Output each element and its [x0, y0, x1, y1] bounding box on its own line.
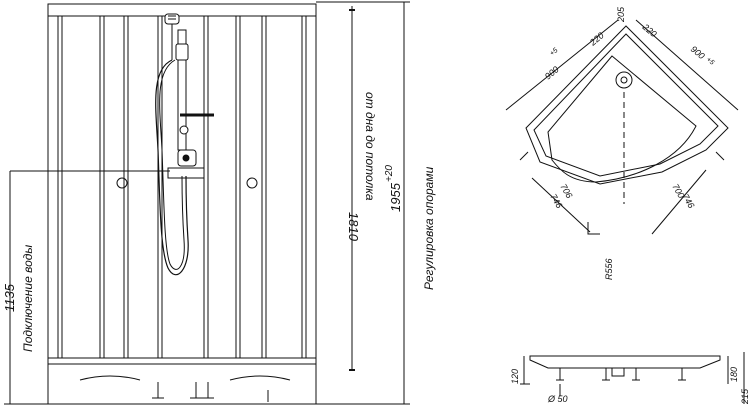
cabin-tray [47, 357, 317, 405]
tray-plan-view [505, 19, 739, 235]
radius-label: R556 [604, 258, 614, 280]
tray-side-body [529, 355, 721, 369]
shower-hose [155, 59, 189, 276]
drain-diameter-label: Ø 50 [547, 394, 568, 404]
rail-knob [179, 125, 189, 135]
segment-left-label: 220 [587, 30, 606, 48]
outer-left-label: 746 [548, 192, 564, 210]
tray-total-height-label: 215 [740, 388, 750, 405]
drain-center [620, 76, 628, 84]
dim-line-lower-left [531, 177, 591, 233]
right-door-handle [246, 177, 258, 189]
rail-holder [175, 43, 189, 61]
total-height-tolerance: +20 [384, 165, 395, 182]
side-right-tolerance: +5 [705, 56, 716, 67]
leg-height-label: 180 [729, 367, 739, 382]
tray-legs [79, 375, 291, 402]
dim-line-left [505, 19, 619, 111]
height-floor-to-ceiling: 1810 [346, 212, 361, 242]
tray-inner-outline [533, 33, 719, 177]
segment-right-label: 220 [640, 21, 659, 39]
dim-line-right [635, 19, 739, 111]
shower-cabin-front-view [47, 3, 317, 405]
side-drain [611, 367, 625, 377]
tray-side-legs [556, 368, 686, 381]
corner-mark [587, 222, 600, 235]
tray-side-view [520, 352, 745, 404]
dim-line-lower-right [651, 169, 707, 235]
height-floor-to-ceiling-note: от дна до потолка [363, 92, 377, 201]
corner-offset-label: 205 [616, 6, 626, 23]
left-door-handle [116, 177, 128, 189]
total-height-note: Регулировка опорами [422, 166, 436, 290]
front-dimension-lines [4, 1, 410, 405]
tray-basin [547, 55, 697, 183]
mixer-outlet [167, 167, 205, 179]
water-connection-label: Подключение воды [21, 245, 35, 352]
mixer-handle [182, 154, 190, 162]
tray-height-label: 120 [510, 369, 520, 384]
outer-right-label: 746 [680, 192, 696, 210]
drain-hole [615, 71, 633, 89]
cabin-top-cap [47, 3, 317, 17]
side-right-label: 900 [689, 44, 707, 61]
tray-outer-outline [525, 25, 729, 185]
total-height: 1955 [388, 182, 403, 212]
glass-panels [57, 16, 307, 358]
side-left-label: 900 [543, 64, 561, 81]
side-left-tolerance: +5 [549, 47, 560, 58]
water-connection-height: 1135 [2, 283, 17, 312]
shower-head [164, 13, 180, 60]
